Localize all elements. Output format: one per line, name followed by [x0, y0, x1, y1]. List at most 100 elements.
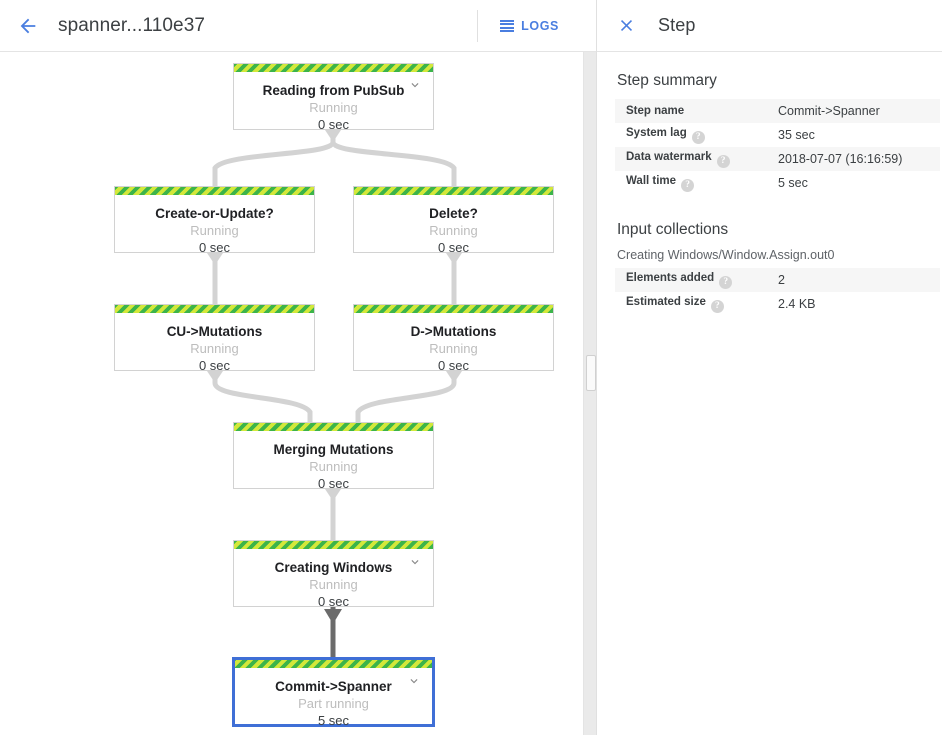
back-arrow-icon[interactable]	[8, 6, 48, 46]
input-collections-heading: Input collections	[617, 221, 729, 238]
summary-value: 2018-07-07 (16:16:59)	[778, 152, 903, 166]
logs-list-icon	[500, 19, 515, 32]
summary-key: System lag?	[615, 123, 777, 147]
node-elapsed-time: 0 sec	[317, 594, 350, 609]
input-key-label: Estimated size	[626, 295, 706, 308]
node-title: Delete?	[429, 206, 478, 221]
node-title: Create-or-Update?	[155, 206, 274, 221]
node-status: Running	[309, 577, 358, 592]
summary-key-label: System lag	[626, 126, 687, 139]
graph-node-create-or-update[interactable]: Create-or-Update? Running 0 sec	[114, 186, 315, 255]
node-status: Running	[429, 223, 478, 238]
chevron-down-icon[interactable]	[407, 674, 421, 688]
summary-row: Wall time?5 sec	[615, 171, 940, 195]
step-panel-title: Step	[658, 15, 696, 35]
graph-edges	[207, 127, 462, 660]
input-collection-name: Creating Windows/Window.Assign.out0	[617, 248, 835, 262]
help-icon[interactable]: ?	[716, 154, 730, 168]
node-elapsed-time: 0 sec	[437, 358, 470, 373]
summary-key-label: Step name	[626, 105, 685, 117]
toolbar-divider	[477, 9, 479, 42]
step-details-pane: Step Step summary Step name Commit->Spann…	[597, 0, 942, 735]
job-graph-pane: spanner...110e37 LOGS	[0, 0, 597, 735]
logs-button-label: LOGS	[521, 18, 559, 33]
input-row: Estimated size?2.4 KB	[615, 292, 940, 316]
summary-value: 5 sec	[778, 176, 808, 190]
summary-row: Step name Commit->Spanner	[615, 99, 940, 123]
node-title: Commit->Spanner	[275, 679, 392, 694]
node-title: D->Mutations	[410, 324, 497, 339]
summary-value: 35 sec	[778, 128, 815, 142]
node-status-stripe	[234, 541, 433, 549]
node-elapsed-time: 5 sec	[317, 713, 350, 728]
graph-scrollbar-thumb[interactable]	[586, 355, 596, 391]
chevron-down-icon[interactable]	[408, 78, 422, 92]
graph-vertical-scrollbar[interactable]	[583, 52, 596, 735]
node-status-stripe	[234, 64, 433, 72]
node-status-stripe	[354, 305, 553, 313]
node-status: Running	[309, 459, 358, 474]
close-x-icon[interactable]	[606, 6, 646, 46]
input-key-label: Elements added	[626, 271, 715, 284]
node-status: Running	[190, 223, 239, 238]
node-status-stripe	[115, 305, 314, 313]
summary-key-label: Wall time	[626, 174, 677, 187]
summary-row: Data watermark?2018-07-07 (16:16:59)	[615, 147, 940, 171]
node-title: CU->Mutations	[166, 324, 263, 339]
help-icon[interactable]: ?	[691, 130, 705, 144]
step-panel-header: Step	[597, 0, 942, 52]
job-title: spanner...110e37	[58, 14, 206, 36]
summary-key-label: Data watermark	[626, 150, 712, 163]
help-icon[interactable]: ?	[681, 178, 695, 192]
node-title: Creating Windows	[274, 560, 393, 575]
help-icon[interactable]: ?	[710, 299, 724, 313]
node-status: Running	[190, 341, 239, 356]
logs-button[interactable]: LOGS	[492, 13, 567, 39]
summary-row: System lag?35 sec	[615, 123, 940, 147]
summary-key: Data watermark?	[615, 147, 777, 171]
node-status-stripe	[235, 660, 432, 668]
summary-key: Wall time?	[615, 171, 777, 195]
help-icon[interactable]: ?	[719, 275, 733, 289]
job-toolbar: spanner...110e37 LOGS	[0, 0, 596, 52]
node-status: Part running	[298, 696, 369, 711]
step-summary-heading: Step summary	[617, 72, 717, 89]
graph-node-delete[interactable]: Delete? Running 0 sec	[353, 186, 554, 255]
node-elapsed-time: 0 sec	[317, 476, 350, 491]
node-status: Running	[309, 100, 358, 115]
input-value: 2	[778, 273, 785, 287]
node-status-stripe	[115, 187, 314, 195]
input-key: Elements added?	[615, 268, 777, 292]
node-status: Running	[429, 341, 478, 356]
summary-key: Step name	[615, 99, 777, 123]
summary-value: Commit->Spanner	[778, 104, 880, 118]
node-status-stripe	[354, 187, 553, 195]
input-key: Estimated size?	[615, 292, 777, 316]
node-elapsed-time: 0 sec	[198, 240, 231, 255]
node-title: Merging Mutations	[273, 442, 394, 457]
node-elapsed-time: 0 sec	[437, 240, 470, 255]
input-value: 2.4 KB	[778, 297, 816, 311]
node-elapsed-time: 0 sec	[198, 358, 231, 373]
node-body: Create-or-Update? Running 0 sec	[115, 195, 314, 255]
input-row: Elements added?2	[615, 268, 940, 292]
chevron-down-icon[interactable]	[408, 555, 422, 569]
node-status-stripe	[234, 423, 433, 431]
node-body: Delete? Running 0 sec	[354, 195, 553, 255]
